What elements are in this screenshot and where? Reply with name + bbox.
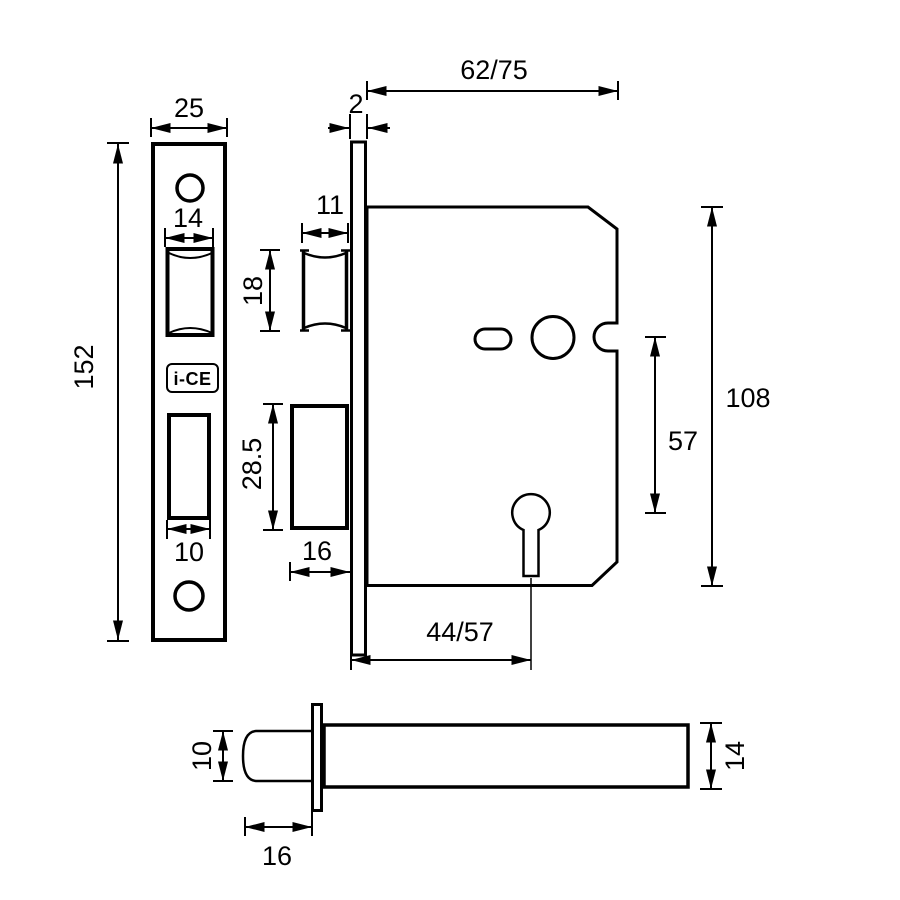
dim-11-label: 11 bbox=[316, 190, 344, 220]
front-view: i-CE 25 152 14 10 bbox=[69, 93, 228, 642]
latch-head-bottom bbox=[241, 729, 312, 783]
dim-16-bottom-label: 16 bbox=[262, 841, 292, 871]
case-bottom-outline bbox=[322, 723, 690, 789]
latch-face-arc-top bbox=[168, 252, 213, 259]
deadbolt-cutout bbox=[167, 413, 211, 520]
side-view: 62/75 2 11 18 28.5 16 44/57 bbox=[237, 55, 771, 670]
latch-bolt-arc-top bbox=[303, 251, 347, 259]
dim-10-bottom-label: 10 bbox=[187, 741, 217, 771]
bottom-screw-hole bbox=[173, 580, 205, 612]
dim-152-label: 152 bbox=[69, 344, 99, 389]
brand-logo-border bbox=[166, 363, 219, 393]
dim-57-label: 57 bbox=[668, 426, 698, 456]
dim-44-57-label: 44/57 bbox=[426, 617, 494, 647]
dim-14-front-label: 14 bbox=[173, 203, 203, 233]
faceplate-side-outline bbox=[350, 140, 367, 657]
top-screw-hole bbox=[175, 173, 205, 203]
latch-face-arc-bottom bbox=[168, 327, 213, 334]
bottom-view: 10 16 14 bbox=[187, 703, 750, 871]
oblong-hole bbox=[473, 327, 513, 351]
faceplate-front-outline bbox=[151, 142, 227, 642]
latch-bolt-arc-bottom bbox=[303, 322, 347, 330]
dim-2-label: 2 bbox=[348, 89, 363, 119]
dim-10-front-label: 10 bbox=[174, 537, 204, 567]
lock-case-outline bbox=[365, 205, 619, 587]
dim-14-bottom-label: 14 bbox=[720, 741, 750, 771]
deadbolt-side bbox=[290, 404, 349, 530]
keyhole bbox=[511, 492, 551, 578]
dim-18-label: 18 bbox=[238, 276, 268, 306]
latch-cutout bbox=[165, 247, 215, 337]
brand-logo-text: i-CE bbox=[174, 369, 212, 389]
dim-62-75-label: 62/75 bbox=[460, 55, 528, 85]
dim-16-side-label: 16 bbox=[302, 536, 332, 566]
dim-108-label: 108 bbox=[725, 383, 770, 413]
faceplate-bottom-outline bbox=[311, 703, 323, 812]
dim-25-label: 25 bbox=[174, 93, 204, 123]
dim-28-5-label: 28.5 bbox=[237, 438, 267, 491]
spindle-hub-hole bbox=[530, 315, 576, 360]
